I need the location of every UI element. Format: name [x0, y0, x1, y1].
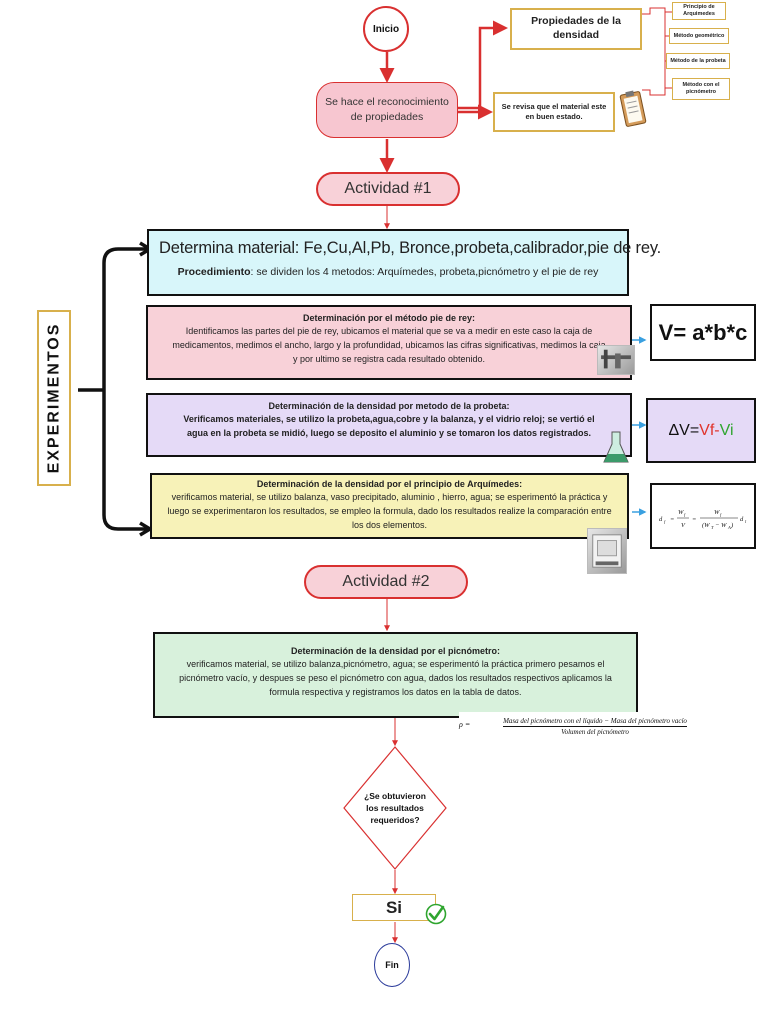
- decision-label: ¿Se obtuvieron los resultados requeridos…: [364, 790, 426, 826]
- start-node: Inicio: [363, 6, 409, 52]
- end-label: Fin: [385, 960, 399, 970]
- svg-text:l: l: [745, 519, 747, 524]
- actividad2-node: Actividad #2: [304, 565, 468, 599]
- probeta-box: Determinación de la densidad por metodo …: [146, 393, 632, 457]
- picnometro-box: Determinación de la densidad por el picn…: [153, 632, 638, 718]
- pie-rey-box: Determinación por el método pie de rey: …: [146, 305, 632, 380]
- probeta-text: Verificamos materiales, se utilizo la pr…: [183, 414, 595, 438]
- pie-rey-title: Determinación por el método pie de rey:: [302, 313, 476, 323]
- svg-text:W: W: [714, 509, 720, 516]
- probeta-formula: ΔV=Vf-Vi: [646, 398, 756, 463]
- experimentos-brace: [102, 247, 148, 531]
- determina-box: Determina material: Fe,Cu,Al,Pb, Bronce,…: [147, 229, 662, 296]
- actividad2-label: Actividad #2: [342, 573, 430, 590]
- propiedades-node: Propiedades de la densidad: [510, 8, 642, 50]
- balance-image: [587, 528, 627, 574]
- arquimedes-box: Determinación de la densidad por el prin…: [150, 473, 629, 539]
- revisa-node: Se revisa que el material este en buen e…: [493, 92, 615, 132]
- si-node: Si: [352, 894, 436, 921]
- picnometro-title: Determinación de la densidad por el picn…: [290, 646, 501, 656]
- metodo-picnometro: Método con el picnómetro: [672, 78, 730, 100]
- end-node: Fin: [374, 943, 410, 987]
- svg-text:f: f: [720, 512, 722, 517]
- probeta-title: Determinación de la densidad por metodo …: [268, 401, 510, 411]
- arquimedes-title: Determinación de la densidad por el prin…: [256, 479, 523, 489]
- procedimiento-text: : se dividen los 4 metodos: Arquímedes, …: [250, 266, 599, 278]
- actividad1-label: Actividad #1: [344, 180, 432, 197]
- metodo-arquimedes: Principio de Arquimedes: [672, 2, 726, 20]
- clipboard-icon: [619, 90, 647, 127]
- svg-text:=: =: [692, 516, 696, 523]
- determina-title: Determina material: Fe,Cu,Al,Pb, Bronce,…: [159, 239, 662, 257]
- check-icon: [425, 903, 447, 925]
- picnometro-text: verificamos material, se utilizo balanza…: [179, 659, 612, 697]
- si-label: Si: [385, 897, 403, 917]
- picnometro-formula: ρ = Masa del picnómetro con el líquido −…: [459, 712, 717, 740]
- metodo-probeta: Método de la probeta: [666, 53, 730, 69]
- svg-text:): ): [730, 522, 733, 529]
- svg-text:=: =: [670, 516, 674, 523]
- reconocimiento-label: Se hace el reconocimiento de propiedades: [325, 95, 449, 123]
- metodo-geometrico: Método geométrico: [669, 28, 729, 44]
- bracket-metodos: [642, 7, 666, 96]
- svg-text:− W: − W: [715, 522, 727, 529]
- decision-diamond: [343, 746, 447, 870]
- arquimedes-text: verificamos material, se utilizo balanza…: [167, 492, 612, 530]
- procedimiento-label: Procedimiento: [177, 266, 251, 278]
- caliper-image: [597, 345, 635, 375]
- experimentos-label: EXPERIMENTOS: [37, 310, 71, 486]
- svg-text:d: d: [659, 516, 663, 523]
- start-label: Inicio: [372, 23, 400, 35]
- actividad1-node: Actividad #1: [316, 172, 460, 206]
- reconocimiento-node: Se hace el reconocimiento de propiedades: [316, 82, 458, 138]
- flask-icon: [603, 431, 629, 463]
- svg-text:(W: (W: [702, 522, 710, 529]
- svg-text:f: f: [684, 512, 686, 517]
- propiedades-label: Propiedades de la densidad: [531, 15, 621, 41]
- svg-text:V: V: [681, 522, 686, 529]
- revisa-label: Se revisa que el material este en buen e…: [501, 101, 607, 121]
- pie-rey-text: Identificamos las partes del pie de rey,…: [172, 326, 606, 364]
- svg-text:A: A: [727, 525, 731, 530]
- svg-text:f: f: [664, 519, 666, 524]
- svg-text:W: W: [678, 509, 684, 516]
- svg-text:T: T: [711, 525, 714, 530]
- svg-text:d: d: [740, 516, 744, 523]
- pie-rey-formula: V= a*b*c: [650, 304, 756, 361]
